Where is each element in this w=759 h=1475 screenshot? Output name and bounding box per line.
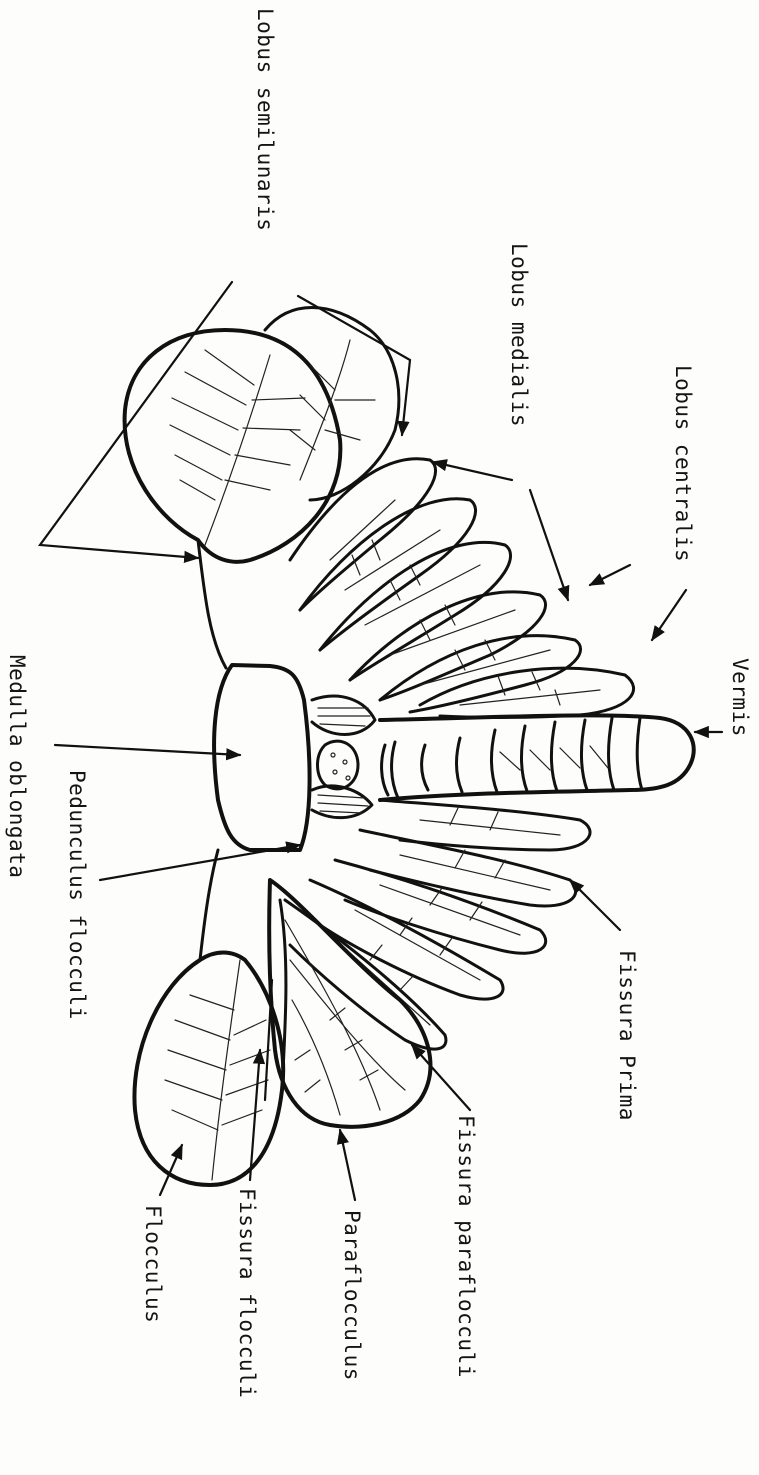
pedunculus-flocculi-shape <box>280 900 286 1090</box>
cerebellum-drawing <box>125 308 694 1186</box>
leader-paraflocculus <box>340 1130 355 1200</box>
label-fissura-paraflocculi: Fissura paraflocculi <box>454 1115 478 1378</box>
lower-folia <box>285 800 590 1049</box>
label-vermis: Vermis <box>728 658 752 737</box>
stem-line-lower <box>200 850 218 960</box>
semilunaris-upper-veins <box>170 350 305 545</box>
leader-medialis-b <box>530 490 568 600</box>
upper-folia <box>290 459 634 718</box>
labels: Lobus semilunaris Lobus medialis Lobus c… <box>5 8 752 1398</box>
leader-fissura-prima <box>570 880 620 930</box>
leader-pedunculus <box>100 845 300 880</box>
label-fissura-flocculi: Fissura flocculi <box>235 1188 259 1398</box>
label-lobus-medialis: Lobus medialis <box>507 243 531 427</box>
label-medulla-oblongata: Medulla oblongata <box>5 655 29 878</box>
label-paraflocculus: Paraflocculus <box>340 1210 364 1381</box>
label-pedunculus-flocculi: Pedunculus flocculi <box>65 770 89 1020</box>
lobus-semilunaris-upper <box>125 330 341 562</box>
medulla-oblongata-shape <box>214 665 310 850</box>
leader-centralis-a <box>590 565 630 585</box>
label-lobus-centralis: Lobus centralis <box>671 365 695 562</box>
leader-semilunaris-a <box>40 282 232 558</box>
vermis-shape <box>380 715 694 800</box>
leader-centralis-b <box>652 590 686 640</box>
flocculus-shape <box>134 953 283 1186</box>
label-lobus-semilunaris: Lobus semilunaris <box>253 8 277 231</box>
leader-medialis-a <box>433 462 512 480</box>
label-fissura-prima: Fissura Prima <box>615 950 639 1121</box>
label-flocculus: Flocculus <box>141 1205 165 1323</box>
